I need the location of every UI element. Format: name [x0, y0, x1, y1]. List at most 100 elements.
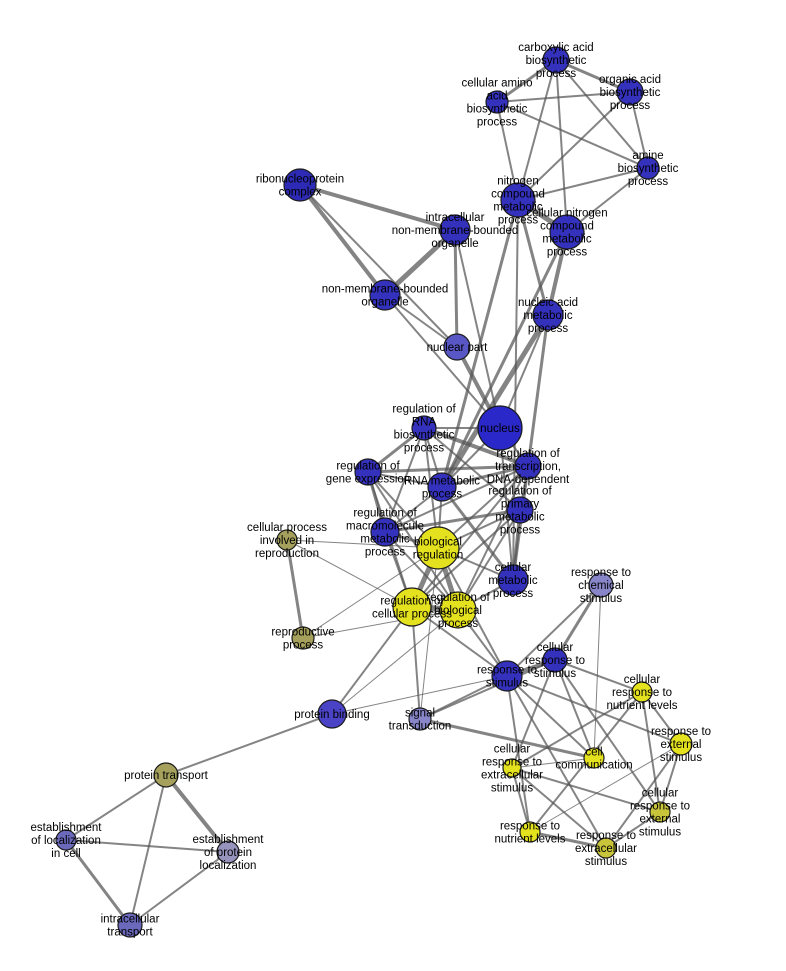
- graph-edge-prottrans-estloc: [65, 774, 167, 841]
- graph-node-sigtrans[interactable]: [408, 707, 432, 731]
- graph-edge-protbind-prottrans: [165, 713, 333, 776]
- graph-node-carb[interactable]: [542, 46, 570, 74]
- graph-edge-respstim-cellcomm: [506, 675, 595, 759]
- graph-node-cpir[interactable]: [276, 529, 298, 551]
- graph-edge-carb-nitro: [517, 59, 557, 201]
- graph-node-crexternal[interactable]: [649, 801, 671, 823]
- graph-edge-crext-respnutr: [511, 767, 531, 833]
- graph-node-nucleus[interactable]: [477, 405, 523, 451]
- graph-edge-respextra-crexternal: [605, 811, 661, 849]
- graph-node-cellmet[interactable]: [497, 564, 529, 596]
- graph-edge-amino-amine: [496, 101, 649, 169]
- graph-node-regbio[interactable]: [439, 591, 477, 629]
- graph-edge-cellresp-crnl: [554, 659, 643, 693]
- graph-node-cnitro[interactable]: [549, 214, 585, 250]
- graph-node-amino[interactable]: [485, 90, 509, 114]
- graph-node-nupart[interactable]: [443, 333, 471, 361]
- graph-node-nucac[interactable]: [532, 299, 564, 331]
- graph-edge-inmbo-nucleus: [454, 229, 501, 429]
- graph-edge-respnutr-respextra: [528, 830, 608, 850]
- graph-edge-regprim-regcell: [411, 509, 521, 608]
- graph-node-reggene[interactable]: [354, 458, 382, 486]
- graph-node-cellcomm[interactable]: [583, 747, 605, 769]
- graph-edge-orga-amino: [496, 91, 631, 103]
- graph-node-orga[interactable]: [616, 78, 644, 106]
- graph-node-nmbo[interactable]: [369, 279, 401, 311]
- graph-edge-estloc-intratrans: [64, 838, 132, 927]
- graph-node-nitro[interactable]: [500, 182, 536, 218]
- graph-node-inmbo[interactable]: [439, 214, 471, 246]
- graph-node-regrna[interactable]: [411, 415, 437, 441]
- graph-node-reprod[interactable]: [291, 626, 315, 650]
- graph-edge-carb-amine: [555, 59, 649, 169]
- graph-node-intratrans[interactable]: [117, 912, 143, 938]
- graph-edge-nitro-nucac: [516, 198, 550, 317]
- graph-node-respext[interactable]: [669, 732, 693, 756]
- graph-edge-respext-respnutr: [529, 743, 682, 833]
- graph-node-crnl[interactable]: [631, 681, 653, 703]
- graph-edge-regcell-cpir: [286, 539, 413, 608]
- graph-edge-nmbo-nucleus: [384, 294, 501, 429]
- graph-node-regmacro[interactable]: [370, 517, 400, 547]
- graph-node-cellresp[interactable]: [542, 647, 568, 673]
- graph-edge-inmbo-nmbo: [382, 227, 458, 298]
- graph-edge-prottrans-estprot: [164, 773, 230, 854]
- graph-node-label-nupart: nuclear part: [427, 342, 489, 354]
- graph-edge-regrna-regtx: [422, 426, 530, 468]
- graph-edge-protbind-respstim: [331, 675, 508, 715]
- graph-edge-crnl-crext: [511, 691, 643, 769]
- graph-node-respstim[interactable]: [491, 660, 523, 692]
- graph-node-protbind[interactable]: [317, 699, 347, 729]
- graph-edge-cellresp-respchem: [553, 583, 603, 662]
- graph-edge-cellresp-sigtrans: [419, 659, 556, 720]
- graph-edge-respstim-respextra: [506, 675, 607, 849]
- graph-node-amine[interactable]: [636, 156, 660, 180]
- graph-node-bioreg[interactable]: [416, 526, 460, 570]
- graph-edge-cpir-reprod: [285, 538, 305, 640]
- graph-node-estloc[interactable]: [55, 829, 77, 851]
- graph-node-crext[interactable]: [502, 758, 522, 778]
- graph-node-estprot[interactable]: [216, 840, 240, 864]
- graph-node-respchem[interactable]: [588, 572, 614, 598]
- graph-edge-regtx-regbio: [457, 465, 529, 611]
- graph-node-rnp[interactable]: [283, 168, 317, 202]
- graph-node-prottrans[interactable]: [153, 762, 179, 788]
- graph-node-rnamet[interactable]: [427, 472, 457, 502]
- graph-edge-crnl-crexternal: [641, 691, 661, 813]
- graph-node-label-protbind: protein binding: [294, 709, 369, 721]
- graph-node-regtx[interactable]: [514, 452, 542, 480]
- graph-edge-inmbo-nupart: [453, 228, 459, 349]
- graph-edge-regtx-regcell: [411, 465, 529, 608]
- graph-node-respnutr[interactable]: [519, 821, 541, 843]
- graph-edge-respext-crexternal: [659, 743, 682, 813]
- graph-node-regcell[interactable]: [392, 587, 432, 627]
- graph-node-regprim[interactable]: [506, 496, 534, 524]
- graph-edge-rnp-inmbo: [298, 183, 457, 232]
- graph-node-respextra[interactable]: [595, 837, 617, 859]
- graph-edge-regprim-regbio: [457, 509, 521, 611]
- graph-edge-cellresp-cellcomm: [554, 659, 595, 759]
- graph-edge-regtx-reggene: [366, 464, 530, 474]
